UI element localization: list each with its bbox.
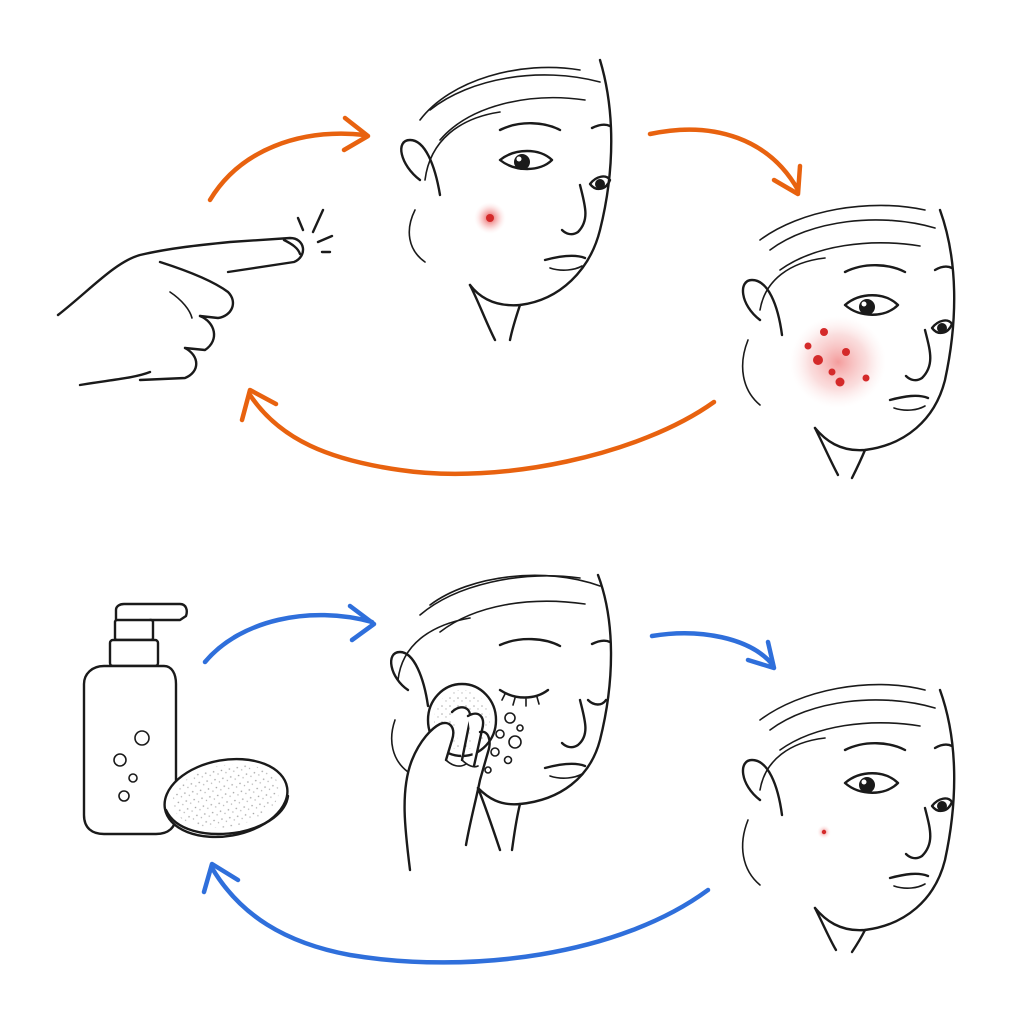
- pimple: [804, 342, 812, 350]
- face-many-pimples: [741, 204, 956, 480]
- good-habit-cycle: [82, 573, 956, 965]
- cycle-arrow-3: [239, 387, 717, 477]
- face-clear-skin: [741, 683, 956, 954]
- pimple: [862, 374, 870, 382]
- cotton-pad: [163, 757, 290, 839]
- cycle-arrow-6: [201, 861, 711, 965]
- pimple: [813, 355, 823, 365]
- face-one-pimple: [400, 58, 613, 342]
- cycle-arrow-4: [202, 603, 377, 665]
- bad-habit-cycle: [56, 58, 956, 480]
- pimple: [820, 328, 828, 336]
- cycle-arrow-2: [647, 127, 803, 197]
- pimple: [842, 348, 850, 356]
- face-cleansing: [389, 573, 613, 872]
- cycle-arrow-1: [207, 115, 371, 203]
- cleanser-bottle: [82, 602, 188, 836]
- pointing-hand: [56, 208, 334, 387]
- cycle-arrow-5: [649, 631, 777, 671]
- pimple: [828, 368, 836, 376]
- pimple: [835, 377, 845, 387]
